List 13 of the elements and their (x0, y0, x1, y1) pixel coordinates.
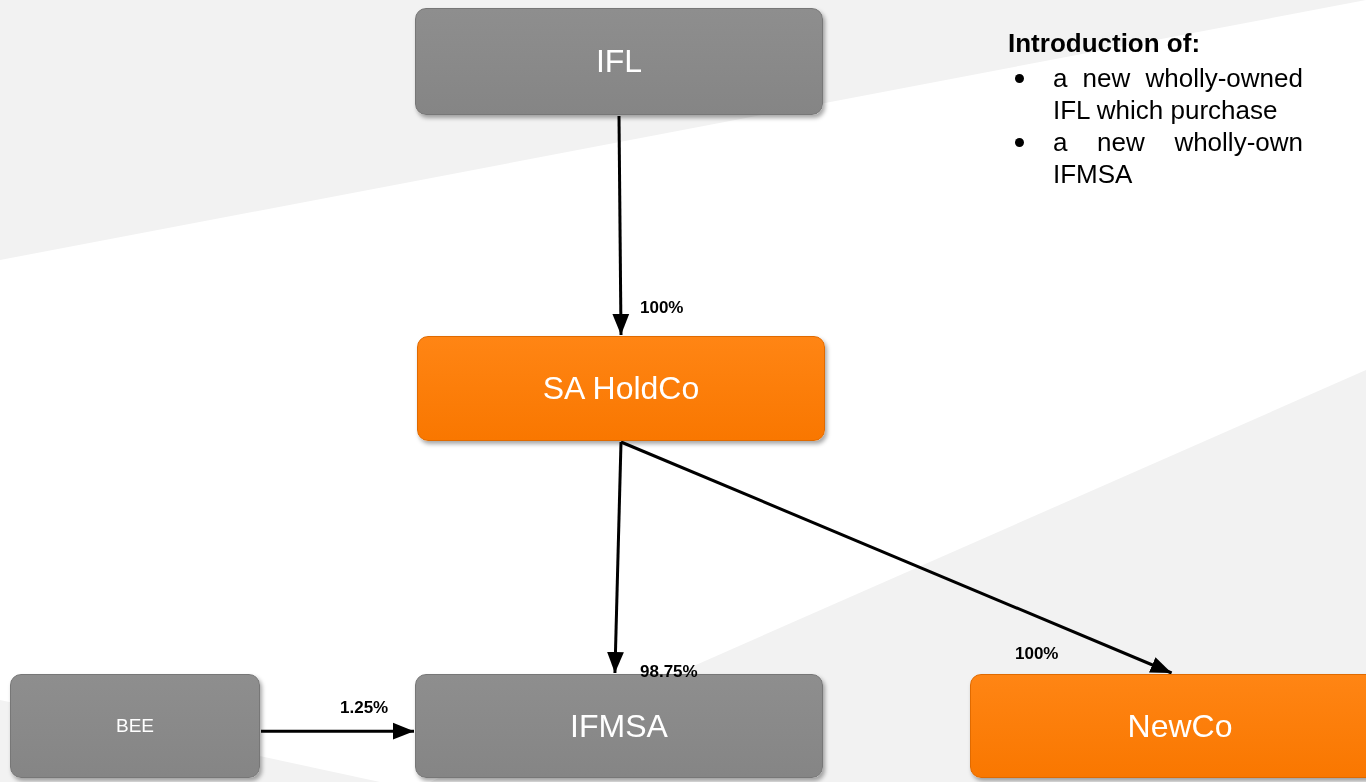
arrow (612, 116, 630, 335)
edge-label: 100% (640, 298, 684, 318)
entity-box: NewCo (970, 674, 1366, 778)
arrow (261, 722, 414, 740)
edge-label: 100% (1015, 644, 1059, 664)
edge-label: 1.25% (340, 698, 389, 718)
arrow (607, 441, 624, 674)
heading: Introduction of: (1008, 28, 1201, 59)
bullet-item: a new wholly-own IFMSA (1053, 126, 1303, 190)
entity-box: SA HoldCo (417, 336, 825, 441)
entity-box: IFL (415, 8, 823, 115)
entity-box: BEE (10, 674, 260, 778)
arrow (620, 440, 1173, 675)
